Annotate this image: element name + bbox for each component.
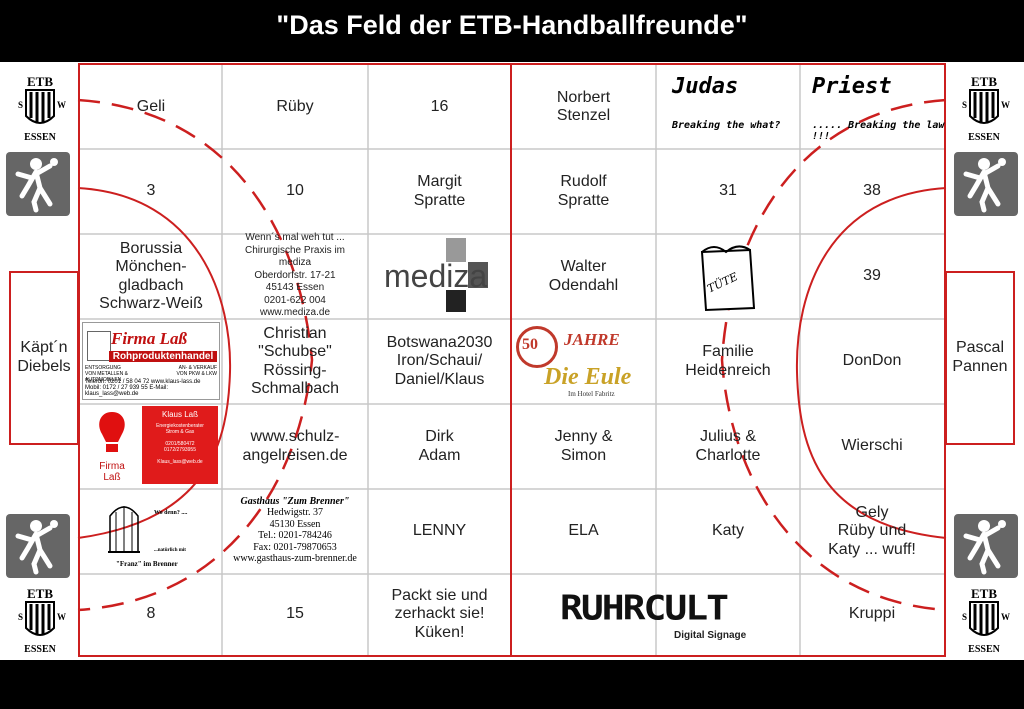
svg-text:S: S [18, 100, 23, 110]
logo-top-text: ETB [27, 74, 53, 89]
field-cell-r2-c0: Borussia Mönchen- gladbach Schwarz-Weiß [99, 239, 203, 312]
field-cell-r4-c2: Dirk Adam [418, 428, 461, 464]
die-eule-ad: 50 JAHRE Die Eule Im Hotel Fabritz [514, 322, 654, 402]
svg-text:W: W [57, 100, 66, 110]
svg-text:S: S [962, 100, 967, 110]
field-cell-r0-c2: 16 [430, 97, 449, 115]
field-cell-r1-c0: 3 [146, 182, 156, 200]
field-cell-r6-c0: 8 [146, 605, 156, 623]
svg-text:ESSEN: ESSEN [24, 644, 56, 655]
etb-logo-top-left: ETB S W ESSEN [12, 72, 68, 144]
etb-logo-top-right: ETB S W ESSEN [956, 72, 1012, 144]
svg-text:W: W [1001, 100, 1010, 110]
svg-text:ESSEN: ESSEN [24, 132, 56, 143]
field-cell-r3-c1: Christian "Schubse" Rössing- Schmalbach [250, 324, 340, 397]
field-cell-r5-c5: Gely Rüby und Katy ... wuff! [828, 503, 916, 558]
field-cell-r2-c5: 39 [863, 267, 881, 285]
field-cell-r5-c4: Katy [711, 522, 744, 540]
field-cell-r3-c2: Botswana2030 Iron/Schaui/ Daniel/Klaus [386, 333, 493, 388]
priest-ad: Priest ..... Breaking the law !!! [812, 74, 945, 142]
judas-ad: Judas Breaking the what? [672, 74, 781, 131]
svg-text:ESSEN: ESSEN [968, 644, 1000, 655]
tute-bag-icon: TÜTE [692, 238, 764, 314]
field-cell-r3-c5: DonDon [842, 352, 902, 370]
svg-text:S: S [962, 612, 967, 622]
field-cell-r1-c3: Rudolf Spratte [557, 173, 610, 209]
firma-lass-ad: Firma Laß Rohproduktenhandel ENTSORGUNG … [82, 322, 220, 400]
field-cell-r0-c1: Rüby [276, 97, 314, 115]
field-cell-r5-c2: LENNY [412, 522, 467, 540]
mediza-logo: mediza [370, 236, 508, 316]
field-cell-r4-c5: Wierschi [841, 437, 903, 455]
field-cell-r2-c3: Walter Odendahl [548, 258, 619, 294]
brenner-cage-ad: Wo denn? .... ...natürlich mit "Franz" i… [82, 492, 222, 572]
svg-text:ESSEN: ESSEN [968, 132, 1000, 143]
field-cell-r5-c3: ELA [568, 522, 599, 540]
ruhrcult-ad: RUHRCULT Digital Signage [560, 588, 747, 641]
field-cell-r0-c0: Geli [136, 97, 166, 115]
field-cell-r4-c3: Jenny & Simon [554, 428, 613, 464]
side-label-left: Käpt´n Diebels [17, 339, 71, 376]
handball-player-icon [6, 152, 70, 216]
field-cell-r6-c2: Packt sie und zerhackt sie! Küken! [391, 586, 488, 641]
field-cell-r1-c1: 10 [286, 182, 304, 200]
handball-player-icon [6, 514, 70, 578]
field-cell-r1-c2: Margit Spratte [413, 173, 466, 209]
klaus-lass-card: Klaus Laß Energiekostenberater Strom & G… [142, 406, 218, 484]
firma-lass-small-ad: Firma Laß [84, 406, 140, 484]
field-cell-r6-c1: 15 [286, 605, 304, 623]
svg-text:ETB: ETB [971, 74, 997, 89]
field-cell-r3-c4: Familie Heidenreich [685, 343, 771, 379]
etb-logo-bottom-right: ETB S W ESSEN [956, 584, 1012, 656]
page-title: "Das Feld der ETB-Handballfreunde" [276, 10, 748, 40]
handball-player-icon [954, 514, 1018, 578]
field-cell-r4-c1: www.schulz- angelreisen.de [242, 428, 348, 464]
field-cell-r1-c5: 38 [863, 182, 881, 200]
svg-text:W: W [57, 612, 66, 622]
handball-player-icon [954, 152, 1018, 216]
footer-bar [0, 660, 1024, 709]
mediza-ad-text: Wenn´s mal weh tut ... Chirurgische Prax… [244, 232, 346, 319]
svg-text:ETB: ETB [27, 586, 53, 601]
field-cell-r6-c5: Kruppi [848, 605, 896, 623]
header-bar [0, 0, 1024, 62]
svg-text:S: S [18, 612, 23, 622]
side-label-right: Pascal Pannen [952, 339, 1008, 376]
field-cell-r1-c4: 31 [719, 182, 737, 200]
field-cell-r4-c4: Julius & Charlotte [695, 428, 761, 464]
svg-text:W: W [1001, 612, 1010, 622]
etb-logo-bottom-left: ETB S W ESSEN [12, 584, 68, 656]
svg-text:ETB: ETB [971, 586, 997, 601]
field-cell-r0-c3: Norbert Stenzel [556, 88, 611, 124]
brenner-ad: Gasthaus "Zum Brenner" Hedwigstr. 37 451… [233, 496, 357, 564]
